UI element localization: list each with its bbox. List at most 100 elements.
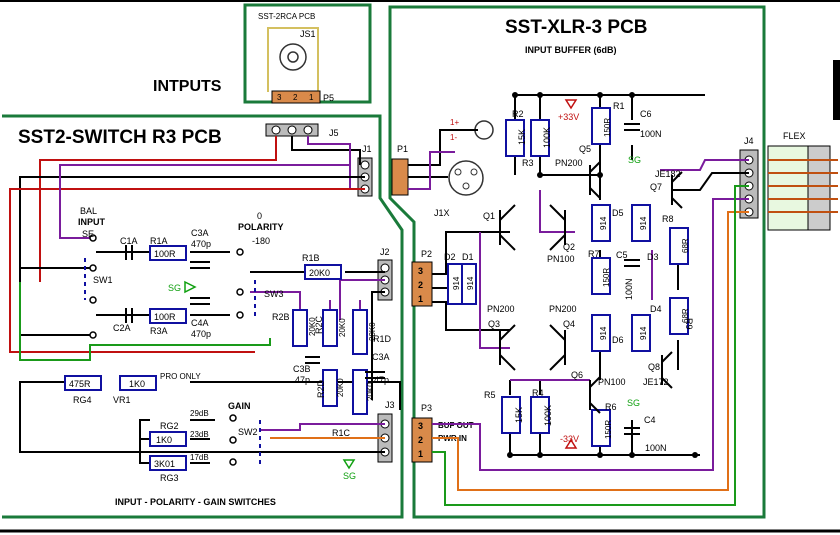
23db-label: 23dB — [190, 430, 209, 439]
svg-text:68R: 68R — [681, 238, 690, 253]
r2d-resistor — [322, 369, 338, 407]
17db-label: 17dB — [190, 453, 209, 462]
svg-text:R6: R6 — [605, 402, 617, 412]
q3-transistor — [499, 324, 516, 371]
svg-text:R5: R5 — [484, 390, 496, 400]
r2b-label: R2B — [272, 312, 290, 322]
r3a-resistor — [149, 308, 187, 324]
r4-resistor — [530, 396, 550, 434]
flex-label: FLEX — [783, 131, 806, 141]
svg-text:D3: D3 — [647, 252, 659, 262]
q5-transistor — [589, 161, 601, 199]
svg-text:1: 1 — [309, 93, 314, 102]
r1c-value: 20K0 — [366, 382, 375, 401]
r1a-resistor — [149, 245, 187, 261]
p3-connector — [411, 417, 433, 463]
r5-resistor — [501, 396, 521, 434]
svg-text:D1: D1 — [462, 252, 474, 262]
svg-text:100K: 100K — [543, 405, 553, 426]
flex-cable — [767, 145, 809, 231]
bal-label: BAL — [80, 206, 97, 216]
r1b-value: 20K0 — [309, 268, 330, 278]
p1-connector — [391, 158, 409, 196]
d6-diode — [591, 314, 611, 352]
svg-text:100N: 100N — [640, 129, 662, 139]
c4a-label: C4A — [191, 318, 209, 328]
svg-text:PN200: PN200 — [555, 158, 583, 168]
r2d-value: 20K0 — [336, 378, 345, 397]
q8-transistor — [661, 351, 673, 389]
switch-board-footer: INPUT - POLARITY - GAIN SWITCHES — [115, 497, 276, 507]
svg-text:Q1: Q1 — [483, 211, 495, 221]
d5-diode — [591, 204, 611, 242]
polarity-0-label: 0 — [257, 211, 262, 221]
svg-text:C5: C5 — [616, 250, 628, 260]
vr1-value: 1K0 — [129, 379, 145, 389]
svg-text:2: 2 — [418, 280, 423, 290]
svg-text:PN200: PN200 — [487, 304, 515, 314]
p5-label: P5 — [323, 93, 334, 103]
rca-jack-icon — [279, 43, 307, 71]
xlr-board-subtitle: INPUT BUFFER (6dB) — [525, 45, 617, 55]
r1d-label: R1D — [373, 334, 392, 344]
j2-label: J2 — [380, 247, 390, 257]
r1a-value: 100R — [154, 249, 176, 259]
svg-text:2: 2 — [293, 93, 298, 102]
r3a-value: 100R — [154, 312, 176, 322]
sg-label-1: SG — [168, 283, 181, 293]
se-label: SE — [82, 229, 94, 239]
r1b-label: R1B — [302, 253, 320, 263]
rg4-value: 475R — [69, 379, 91, 389]
r1c-label: R1C — [332, 428, 351, 438]
rg2-label: RG2 — [160, 421, 179, 431]
svg-text:Q4: Q4 — [563, 319, 575, 329]
vr1-label: VR1 — [113, 395, 131, 405]
rg2-resistor — [149, 431, 187, 447]
svg-text:68R: 68R — [681, 308, 690, 323]
svg-text:3: 3 — [418, 266, 423, 276]
svg-text:D2: D2 — [444, 252, 456, 262]
svg-text:914: 914 — [639, 326, 648, 340]
rg4-resistor — [64, 375, 102, 391]
r2b-resistor — [292, 309, 308, 347]
p2-connector — [411, 261, 433, 307]
r2c-resistor — [322, 309, 338, 347]
svg-text:1+: 1+ — [450, 118, 459, 127]
gain-label: GAIN — [228, 401, 251, 411]
r1a-label: R1A — [150, 236, 168, 246]
svg-text:D4: D4 — [650, 304, 662, 314]
sw3-label: SW3 — [264, 289, 284, 299]
svg-text:914: 914 — [599, 326, 608, 340]
svg-text:Q5: Q5 — [579, 144, 591, 154]
sg-label-4: SG — [627, 398, 640, 408]
svg-text:150R: 150R — [602, 268, 611, 287]
j3-label: J3 — [385, 400, 395, 410]
polarity-180-label: -180 — [252, 236, 270, 246]
c3b-label: C3B — [293, 364, 311, 374]
svg-text:Q2: Q2 — [563, 242, 575, 252]
d4-diode — [631, 314, 651, 352]
j1-label: J1 — [362, 144, 372, 154]
sg-label-3: SG — [628, 155, 641, 165]
intputs-label: INTPUTS — [153, 78, 222, 95]
js1-label: JS1 — [300, 29, 316, 39]
svg-text:1: 1 — [418, 294, 423, 304]
svg-text:150R: 150R — [603, 118, 612, 137]
svg-text:D5: D5 — [612, 208, 624, 218]
ground-icon-2 — [342, 459, 356, 470]
svg-text:15K: 15K — [517, 129, 527, 145]
svg-text:914: 914 — [639, 216, 648, 230]
c2a-label: C2A — [113, 323, 131, 333]
svg-text:Q3: Q3 — [488, 319, 500, 329]
rca-board-title: SST-2RCA PCB — [258, 12, 315, 21]
svg-text:1: 1 — [418, 449, 423, 459]
r3-resistor — [530, 119, 550, 157]
svg-text:914: 914 — [452, 276, 461, 290]
svg-text:R4: R4 — [532, 388, 544, 398]
r8-resistor — [669, 227, 689, 265]
svg-text:2: 2 — [418, 435, 423, 445]
svg-text:100N: 100N — [624, 278, 634, 300]
svg-text:3: 3 — [277, 93, 282, 102]
polarity-label: POLARITY — [238, 222, 284, 232]
